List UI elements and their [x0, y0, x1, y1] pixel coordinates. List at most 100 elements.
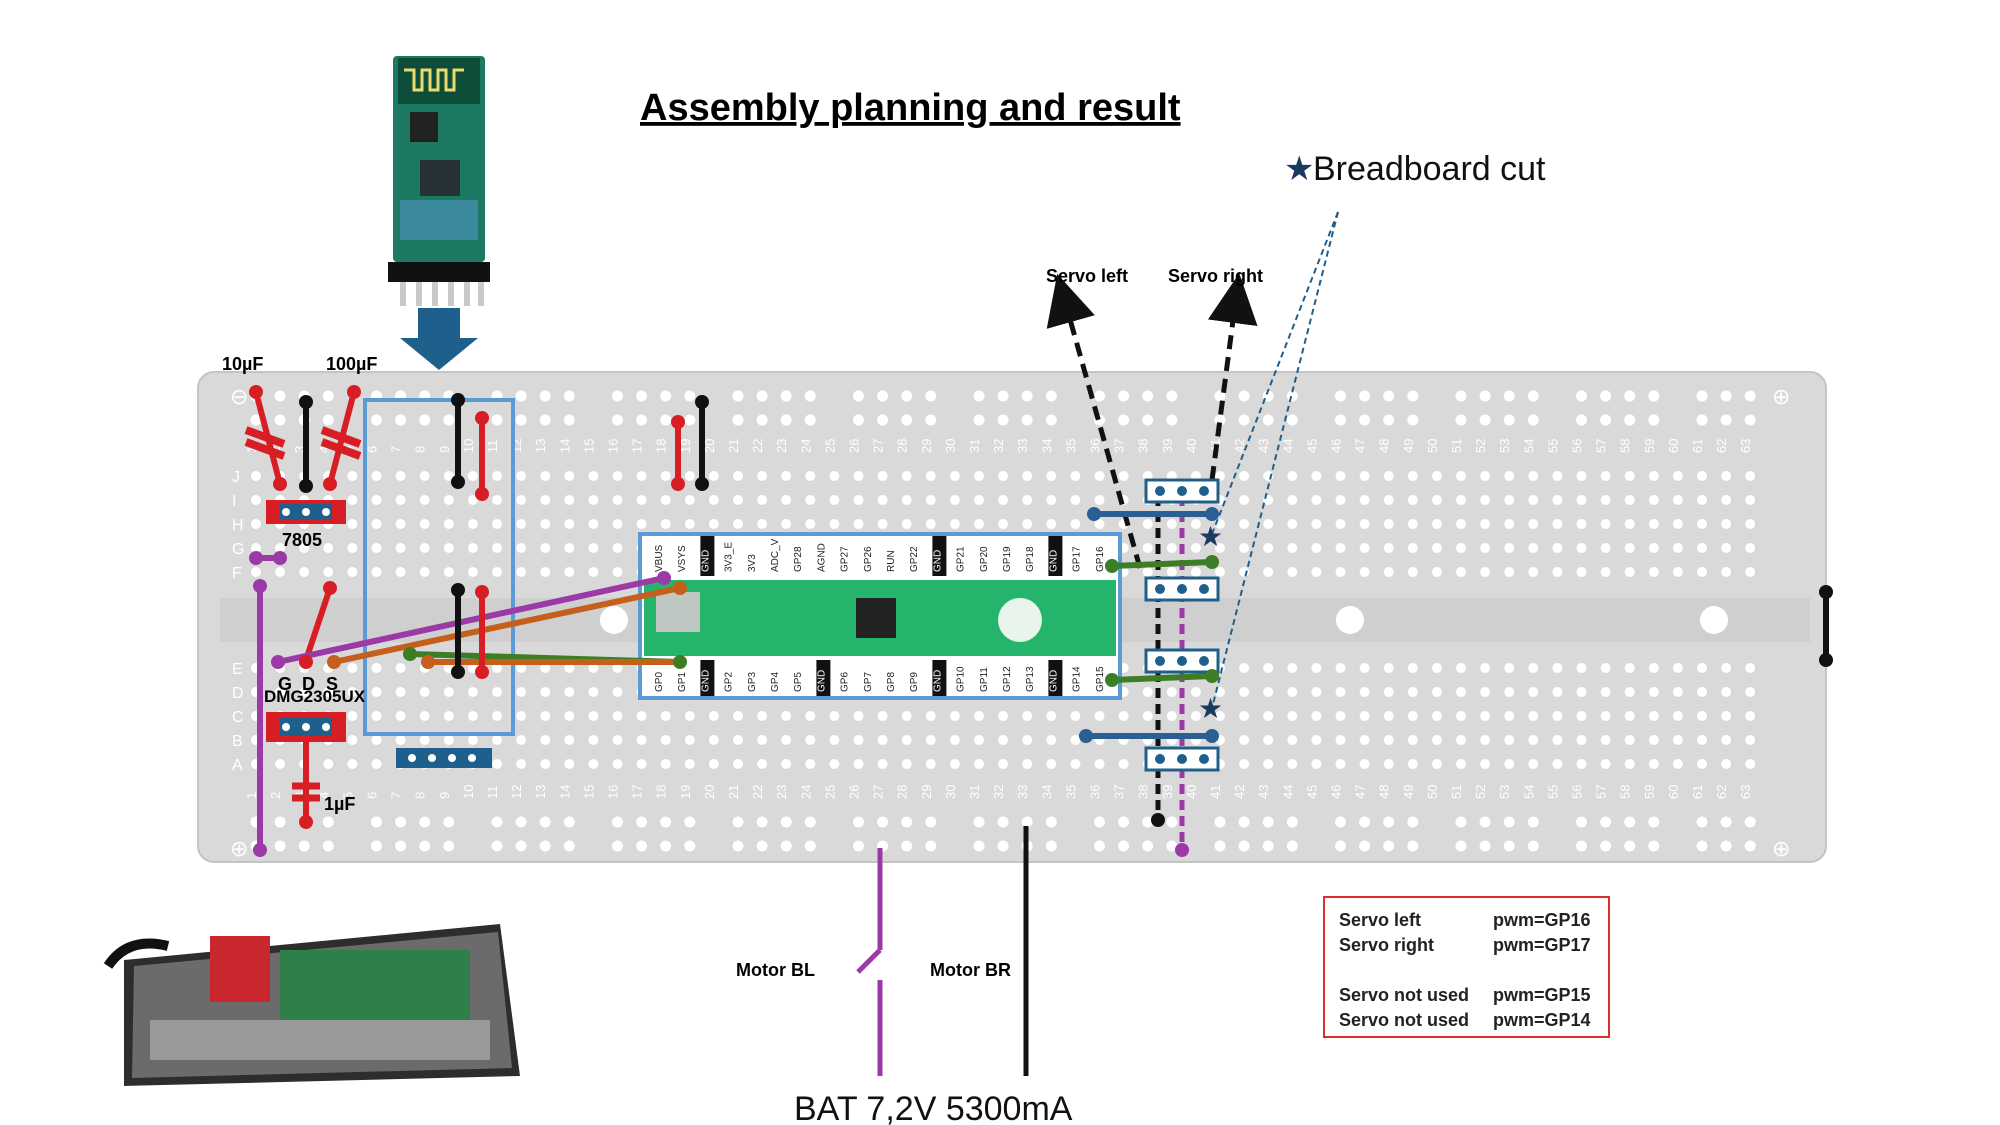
column-number: 29	[919, 785, 934, 799]
column-number: 54	[1521, 785, 1536, 799]
column-number: 39	[1160, 439, 1175, 453]
column-number: 18	[654, 439, 669, 453]
pico-pin-label: GP16	[1095, 546, 1106, 572]
column-number: 26	[847, 439, 862, 453]
capacitor-10uf	[244, 385, 287, 491]
row-letter: H	[232, 517, 244, 534]
legend-row-pwm: pwm=GP14	[1493, 1010, 1591, 1030]
column-number: 23	[774, 785, 789, 799]
servo-left-label: Servo left	[1046, 266, 1128, 286]
column-number: 14	[557, 785, 572, 799]
pico-pin-label: GP12	[1002, 666, 1013, 692]
column-number: 31	[967, 439, 982, 453]
column-number: 4	[316, 446, 331, 453]
column-number: 63	[1738, 785, 1753, 799]
pwm-legend: Servo left pwm=GP16 Servo right pwm=GP17…	[1323, 896, 1610, 1038]
column-number: 13	[533, 785, 548, 799]
column-number: 43	[1256, 439, 1271, 453]
column-number: 61	[1690, 785, 1705, 799]
column-number: 37	[1112, 785, 1127, 799]
column-number: 24	[798, 785, 813, 799]
column-number: 37	[1112, 439, 1127, 453]
row-letter: J	[232, 469, 240, 486]
mosfet-label: DMG2305UX	[264, 687, 366, 706]
row-letter: F	[232, 565, 242, 582]
pico-pin-label: VBUS	[654, 544, 665, 572]
pico-pin-label: GP26	[863, 546, 874, 572]
legend-row-name: Servo not used	[1339, 985, 1470, 1005]
gds-label-d: D	[302, 674, 315, 694]
row-letter: A	[232, 757, 243, 774]
column-number: 1	[244, 446, 259, 453]
pico-pin-label: GP1	[677, 672, 688, 692]
column-number: 28	[895, 439, 910, 453]
column-number: 56	[1570, 785, 1585, 799]
gds-label-s: S	[326, 674, 338, 694]
pico-pin-label: GP17	[1072, 546, 1083, 572]
column-number: 13	[533, 439, 548, 453]
column-number: 60	[1666, 439, 1681, 453]
column-number: 40	[1184, 785, 1199, 799]
column-number: 6	[365, 446, 380, 453]
column-number: 51	[1449, 785, 1464, 799]
svg-text:⊕: ⊕	[1772, 385, 1790, 410]
pico-pin-label: GP13	[1025, 666, 1036, 692]
column-number: 34	[1039, 439, 1054, 453]
pico-pin-label: GP10	[956, 666, 967, 692]
column-number: 2	[268, 792, 283, 799]
column-number: 16	[606, 785, 621, 799]
column-number: 63	[1738, 439, 1753, 453]
column-number: 49	[1401, 439, 1416, 453]
column-number: 20	[702, 439, 717, 453]
motor-bl-label: Motor BL	[736, 960, 815, 980]
column-number: 53	[1497, 439, 1512, 453]
column-number: 15	[581, 439, 596, 453]
servo-header-4	[1144, 746, 1220, 772]
pico-pin-label: 3V3_E	[724, 542, 735, 572]
column-number: 36	[1088, 439, 1103, 453]
pico-pin-label: GND	[700, 670, 711, 692]
column-number: 9	[437, 446, 452, 453]
column-number: 45	[1304, 785, 1319, 799]
pico-pin-label: GND	[932, 550, 943, 572]
pico-pin-label: GP18	[1025, 546, 1036, 572]
row-letter: E	[232, 661, 243, 678]
column-number: 32	[991, 439, 1006, 453]
pico-pin-label: GND	[1048, 550, 1059, 572]
svg-text:⊖: ⊖	[230, 385, 248, 410]
column-number: 52	[1473, 785, 1488, 799]
row-letter: G	[232, 541, 244, 558]
column-number: 48	[1377, 785, 1392, 799]
row-letter: C	[232, 709, 244, 726]
column-number: 47	[1353, 439, 1368, 453]
column-number: 34	[1039, 785, 1054, 799]
pico-pin-label: GP6	[840, 672, 851, 692]
column-number: 4	[316, 792, 331, 799]
pico-pin-label: GP22	[909, 546, 920, 572]
column-number: 3	[292, 446, 307, 453]
column-number: 20	[702, 785, 717, 799]
column-number: 35	[1063, 785, 1078, 799]
column-number: 43	[1256, 785, 1271, 799]
column-number: 9	[437, 792, 452, 799]
column-number: 54	[1521, 439, 1536, 453]
column-number: 25	[822, 439, 837, 453]
column-number: 39	[1160, 785, 1175, 799]
column-number: 11	[485, 440, 500, 454]
cut-star-icon-2: ★	[1198, 693, 1223, 724]
row-letter: I	[232, 493, 236, 510]
pico-pin-label: GP20	[979, 546, 990, 572]
pico-pin-label: GP2	[724, 672, 735, 692]
servo-right-label: Servo right	[1168, 266, 1263, 286]
servo-header-3	[1144, 648, 1220, 674]
column-number: 8	[413, 446, 428, 453]
column-number: 1	[244, 792, 259, 799]
column-number: 38	[1136, 785, 1151, 799]
pico-pin-label: RUN	[886, 550, 897, 572]
servo-header-1	[1144, 478, 1220, 504]
column-number: 50	[1425, 439, 1440, 453]
page-title: Assembly planning and result	[640, 87, 1181, 129]
pico-pin-label: GP0	[654, 672, 665, 692]
column-number: 58	[1618, 439, 1633, 453]
column-number: 23	[774, 439, 789, 453]
